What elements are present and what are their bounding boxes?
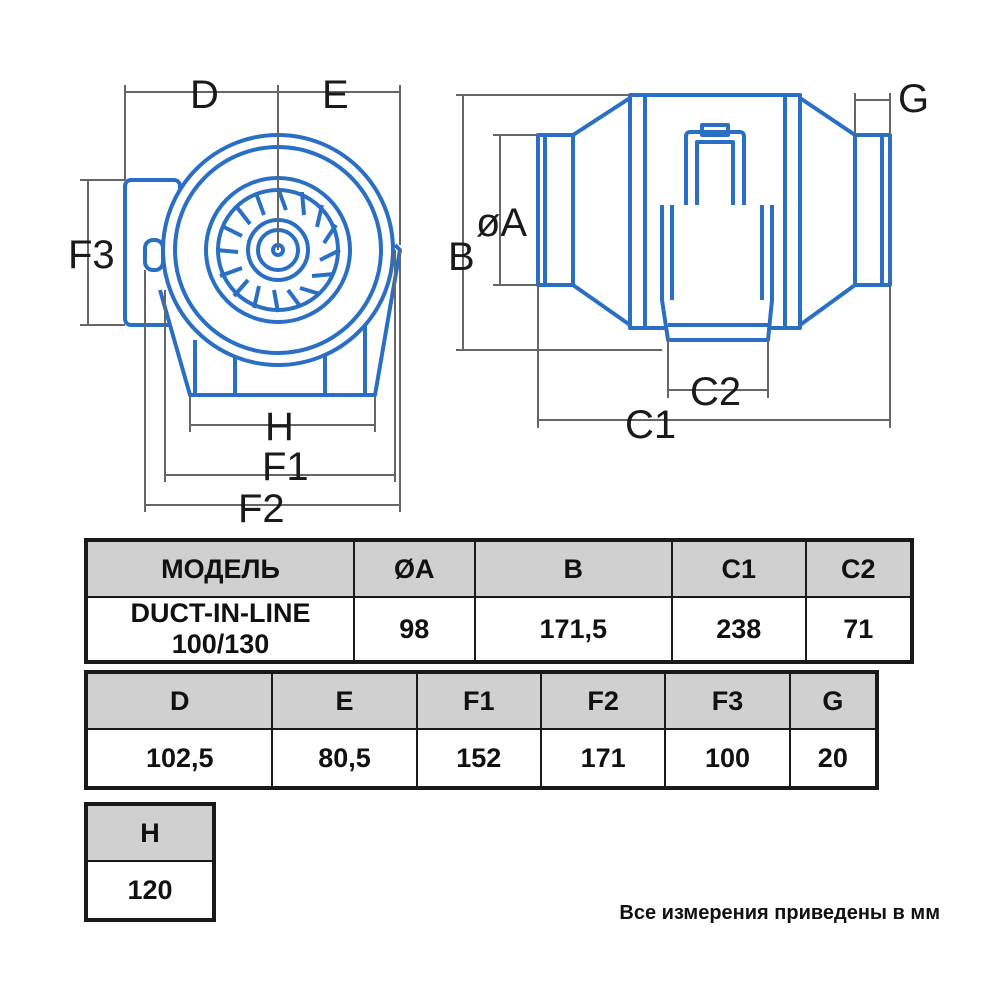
impeller-blades xyxy=(215,187,341,313)
label-H: H xyxy=(265,405,294,449)
header-F2: F2 xyxy=(539,671,667,730)
mounting-bracket xyxy=(660,205,774,342)
label-F3: F3 xyxy=(68,233,115,277)
value-F2: 171 xyxy=(539,728,667,789)
label-C2: C2 xyxy=(690,370,741,414)
table-header-row: H xyxy=(85,803,215,862)
units-footnote: Все измерения приведены в мм xyxy=(619,902,940,924)
front-view-dimensions xyxy=(80,85,401,512)
label-C1: C1 xyxy=(625,403,676,447)
label-G: G xyxy=(898,77,929,121)
header-C1: C1 xyxy=(671,539,807,598)
header-F1: F1 xyxy=(415,671,542,730)
label-A: øA xyxy=(476,201,527,245)
header-G: G xyxy=(788,671,879,730)
value-G: 20 xyxy=(788,728,879,789)
label-E: E xyxy=(322,73,349,117)
side-view-dimensions xyxy=(456,93,891,428)
label-D: D xyxy=(190,73,219,117)
header-E: E xyxy=(271,671,418,730)
fan-technical-drawing: D E F3 H F1 F2 xyxy=(68,73,929,530)
label-F1: F1 xyxy=(262,445,309,489)
side-view xyxy=(536,93,892,342)
header-C2: C2 xyxy=(804,539,914,598)
spec-table-1: МОДЕЛЬ ØA B C1 C2 DUCT-IN-LINE 100/130 9… xyxy=(84,538,914,664)
table-header-row: МОДЕЛЬ ØA B C1 C2 xyxy=(85,539,914,598)
table-header-row: D E F1 F2 F3 G xyxy=(84,671,879,730)
value-E: 80,5 xyxy=(271,728,418,789)
value-H: 120 xyxy=(85,860,215,921)
header-D: D xyxy=(84,671,274,730)
value-D: 102,5 xyxy=(84,728,274,789)
header-B: B xyxy=(473,539,674,598)
value-C2: 71 xyxy=(804,596,914,663)
label-B: B xyxy=(448,235,475,279)
header-H: H xyxy=(85,803,215,862)
header-A: ØA xyxy=(353,539,476,598)
front-view xyxy=(123,133,402,397)
spec-table-3: H 120 xyxy=(84,802,216,922)
table-value-row: 102,5 80,5 152 171 100 20 xyxy=(84,728,879,789)
header-F3: F3 xyxy=(664,671,791,730)
value-A: 98 xyxy=(353,596,476,663)
value-F3: 100 xyxy=(664,728,791,789)
label-F2: F2 xyxy=(238,487,285,530)
table-value-row: 120 xyxy=(85,860,215,921)
value-B: 171,5 xyxy=(473,596,674,663)
value-F1: 152 xyxy=(415,728,542,789)
header-model: МОДЕЛЬ xyxy=(85,539,355,598)
outlet-spigot xyxy=(853,133,892,287)
table-value-row: DUCT-IN-LINE 100/130 98 171,5 238 71 xyxy=(85,596,914,663)
spec-table-2: D E F1 F2 F3 G 102,5 80,5 152 171 100 20 xyxy=(84,670,879,790)
value-C1: 238 xyxy=(671,596,807,663)
value-model: DUCT-IN-LINE 100/130 xyxy=(85,596,355,663)
